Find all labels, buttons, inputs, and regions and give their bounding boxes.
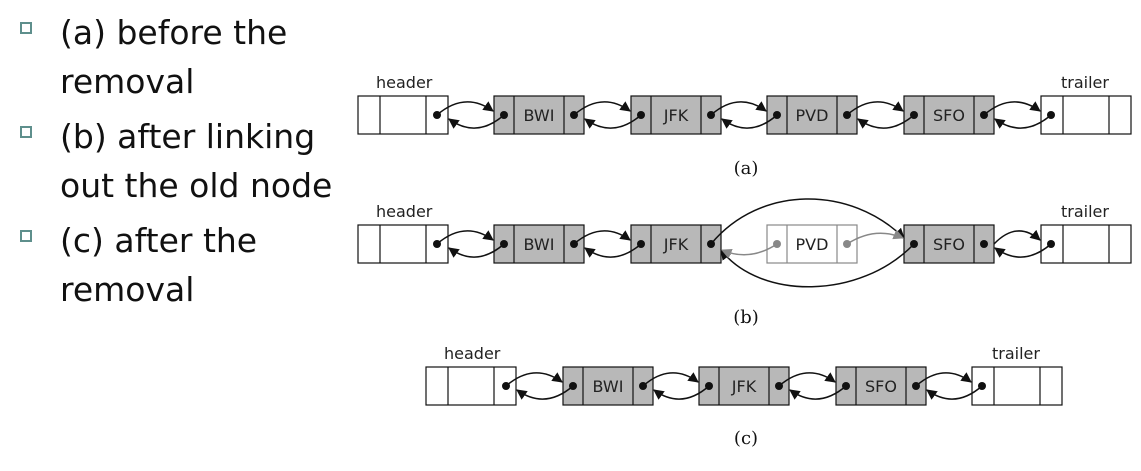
link-arrow xyxy=(993,229,1041,245)
link-arrow xyxy=(584,243,642,258)
caption-c: (c) xyxy=(734,428,758,449)
node-label: BWI xyxy=(524,235,555,254)
bullet-item-c: (c) after the removal xyxy=(20,216,350,314)
node-label: SFO xyxy=(865,377,897,396)
bypass-next-arrow xyxy=(710,198,905,245)
link-arrow xyxy=(573,230,631,245)
header-node-label: header xyxy=(376,202,433,221)
trailer-node xyxy=(1040,224,1132,264)
link-arrow xyxy=(436,230,494,245)
bullet-text: (b) after linking out the old node xyxy=(60,117,333,205)
list-node xyxy=(835,366,927,406)
list-node xyxy=(630,95,722,135)
link-arrow xyxy=(721,114,778,129)
list-node xyxy=(630,224,722,264)
node-label: PVD xyxy=(796,235,829,254)
link-arrow xyxy=(710,101,767,116)
list-node xyxy=(903,224,995,264)
node-label: SFO xyxy=(933,106,965,125)
link-arrow xyxy=(448,114,505,129)
link-arrow xyxy=(915,372,972,387)
link-arrow xyxy=(789,385,847,400)
bullet-text: (c) after the removal xyxy=(60,221,258,309)
header-node xyxy=(425,366,517,406)
trailer-node-label: trailer xyxy=(992,344,1040,363)
square-bullet-icon xyxy=(20,230,32,242)
link-arrow xyxy=(857,114,915,129)
square-bullet-icon xyxy=(20,22,32,34)
header-node-label: header xyxy=(376,73,433,92)
link-arrow xyxy=(846,101,904,116)
link-arrow xyxy=(983,101,1041,116)
caption-a: (a) xyxy=(734,158,759,179)
list-node xyxy=(903,95,995,135)
node-label: BWI xyxy=(524,106,555,125)
link-arrow xyxy=(642,372,699,387)
link-arrow xyxy=(846,229,904,245)
bullet-item-a: (a) before the removal xyxy=(20,8,350,106)
list-node xyxy=(493,95,585,135)
list-node xyxy=(766,95,858,135)
node-label: BWI xyxy=(593,377,624,396)
trailer-node xyxy=(1040,95,1132,135)
caption-b: (b) xyxy=(733,307,759,328)
bullet-text: (a) before the removal xyxy=(60,13,288,101)
node-label: PVD xyxy=(796,106,829,125)
square-bullet-icon xyxy=(20,126,32,138)
list-node xyxy=(493,224,585,264)
trailer-node xyxy=(971,366,1063,406)
link-arrow xyxy=(573,101,631,116)
node-label: JFK xyxy=(731,377,757,396)
link-arrow xyxy=(994,114,1052,129)
node-label: JFK xyxy=(663,235,689,254)
trailer-node-label: trailer xyxy=(1061,202,1109,221)
bullet-item-b: (b) after linking out the old node xyxy=(20,112,350,210)
link-arrow xyxy=(436,101,494,116)
link-arrow xyxy=(926,385,983,400)
node-label: JFK xyxy=(663,106,689,125)
trailer-node-label: trailer xyxy=(1061,73,1109,92)
bypass-prev-arrow xyxy=(720,243,915,288)
list-node xyxy=(562,366,654,406)
link-arrow xyxy=(653,385,710,400)
unlinked-node xyxy=(766,224,858,264)
link-arrow xyxy=(584,114,642,129)
link-arrow xyxy=(448,243,505,258)
list-node xyxy=(698,366,790,406)
pointer-dot xyxy=(980,240,988,248)
link-arrow xyxy=(778,372,836,387)
link-arrow xyxy=(721,243,778,259)
link-arrow xyxy=(505,372,563,387)
node-label: SFO xyxy=(933,235,965,254)
bullet-list: (a) before the removal (b) after linking… xyxy=(20,8,350,320)
link-arrow xyxy=(516,385,574,400)
link-arrow xyxy=(994,243,1052,258)
header-node-label: header xyxy=(444,344,501,363)
